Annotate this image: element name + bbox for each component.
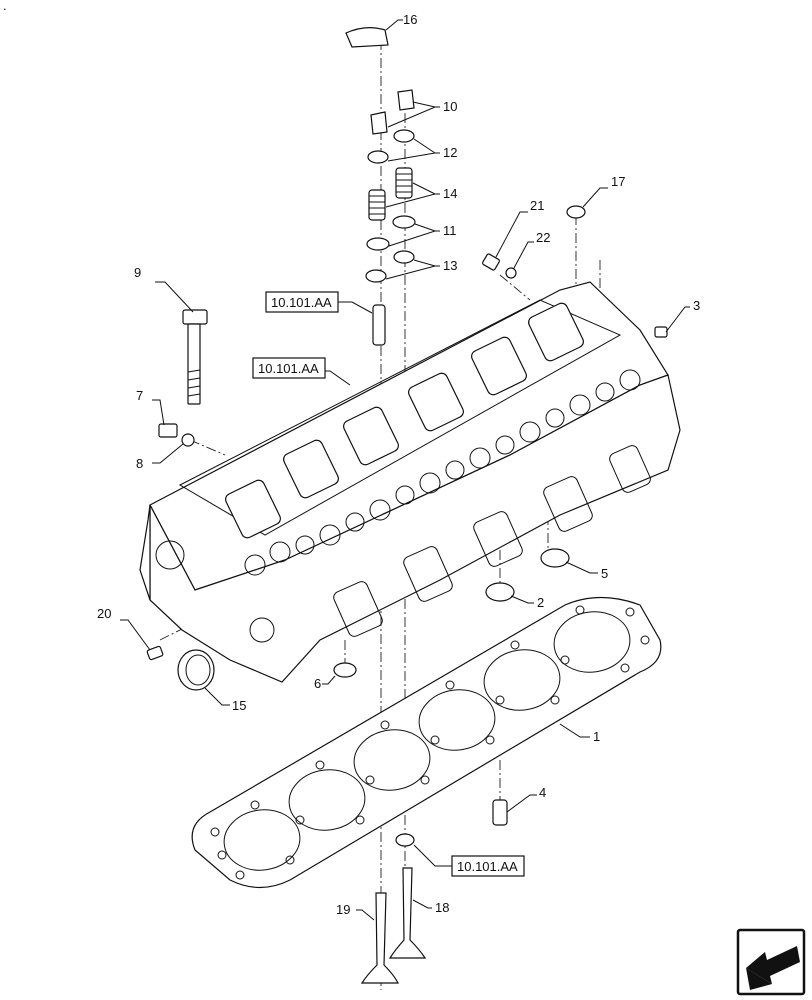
reference-box-lower[interactable]: 10.101.AA [451,855,525,877]
callout-20: 20 [97,606,111,621]
small-parts [146,205,668,984]
callout-13: 13 [443,258,457,273]
callout-2: 2 [537,595,544,610]
callout-11: 11 [443,223,457,238]
callout-10: 10 [443,99,457,114]
reference-label-upper: 10.101.AA [271,295,332,310]
callout-3: 3 [693,298,700,313]
callout-16: 16 [403,12,417,27]
callout-8: 8 [136,456,143,471]
arrow-back-icon [746,946,800,990]
callout-4: 4 [539,785,546,800]
head-gasket [191,596,662,889]
corner-mark: . [3,0,7,13]
callout-18: 18 [435,900,449,915]
callout-19: 19 [336,902,350,917]
callout-labels: 16 10 12 14 11 13 17 21 22 3 9 7 8 5 2 6… [97,12,700,917]
callout-17: 17 [611,174,625,189]
callout-21: 21 [530,198,544,213]
callout-14: 14 [443,186,457,201]
back-nav-button[interactable] [736,928,806,996]
callout-6: 6 [314,676,321,691]
reference-box-upper[interactable]: 10.101.AA [265,291,339,313]
reference-label-lower: 10.101.AA [457,859,518,874]
callout-1: 1 [593,729,600,744]
callout-7: 7 [136,388,143,403]
callout-12: 12 [443,145,457,160]
callout-15: 15 [232,698,246,713]
callout-9: 9 [134,265,141,280]
leader-lines [120,19,690,921]
callout-5: 5 [601,566,608,581]
valve-train-stack [345,27,416,346]
reference-label-middle: 10.101.AA [258,361,319,376]
callout-22: 22 [536,230,550,245]
reference-box-middle[interactable]: 10.101.AA [252,357,326,379]
cylinder-head [139,281,681,683]
